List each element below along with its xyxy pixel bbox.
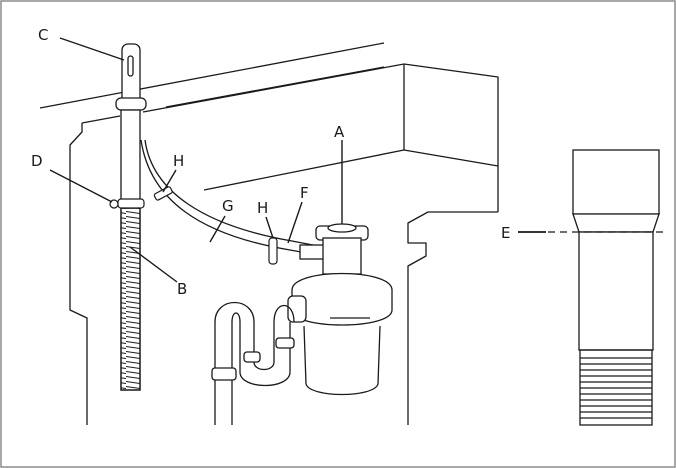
callout-f: F [300,184,309,202]
leader-h-right [265,216,274,239]
pipe-clip-d [109,198,145,209]
hose-end-detail [572,149,660,426]
callout-g: G [222,197,234,215]
callout-a: A [334,123,345,141]
leader-h-left [162,169,177,193]
leader-c [59,37,125,61]
cabinet-outline [39,42,499,425]
callout-e: E [501,224,510,242]
leader-f [287,201,303,244]
u-trap-pipes [211,301,295,425]
callout-h-right: H [257,199,268,217]
leader-d [49,169,113,203]
callout-d: D [31,152,43,170]
callout-c: C [38,26,48,44]
standpipe [115,43,147,391]
bottle-trap [287,223,393,396]
callout-b: B [177,280,187,298]
callout-h-left: H [173,152,184,170]
leader-b [129,246,178,283]
hose-clamp-right [268,237,278,265]
leader-g [209,215,226,243]
leader-lines [49,37,343,283]
hose-clamp-left [153,186,173,201]
